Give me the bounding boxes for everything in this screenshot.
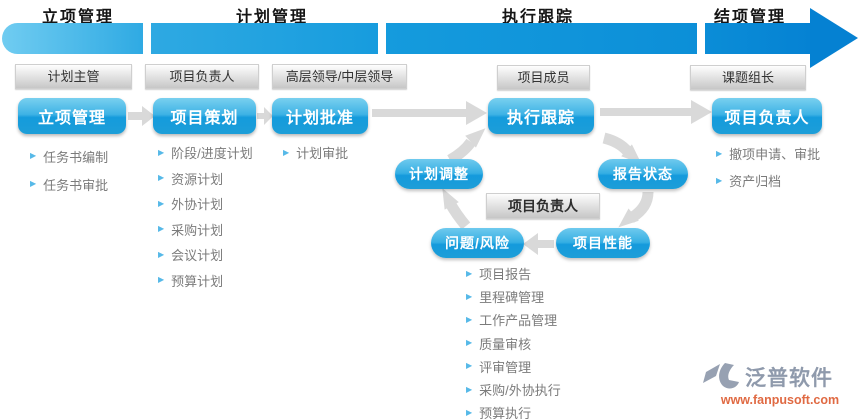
step-closing: 项目负责人 [712, 98, 822, 134]
list-item-label: 工作产品管理 [479, 313, 558, 329]
role-label-plan-supervisor: 计划主管 [15, 64, 132, 89]
list-item-label: 资源计划 [171, 171, 224, 187]
list-item-label: 质量审核 [479, 336, 532, 352]
step-approval: 计划批准 [272, 98, 368, 134]
list-item-label: 阶段/进度计划 [171, 146, 253, 162]
fanpu-logo-icon [703, 363, 739, 389]
list-item: ▶ 预算计划 [158, 268, 253, 294]
list-item-label: 预算执行 [479, 406, 532, 419]
phase-header-planning: 计划管理 [235, 9, 308, 26]
list-item-label: 资产归档 [729, 174, 782, 189]
list-item: ▶ 质量审核 [466, 332, 561, 355]
tracking-item-list: ▶ 项目报告 ▶ 里程碑管理 ▶ 工作产品管理 ▶ 质量审核 ▶ 评审管理 ▶ 采购/外协执… [466, 262, 561, 419]
list-item: ▶ 撤项申请、审批 [716, 140, 820, 167]
list-item: ▶ 任务书编制 [30, 142, 108, 170]
phase-header-tracking: 执行跟踪 [501, 9, 574, 26]
list-item-label: 项目报告 [479, 267, 532, 283]
list-item: ▶ 工作产品管理 [466, 308, 561, 331]
list-item-label: 计划审批 [296, 146, 349, 162]
list-item: ▶ 资源计划 [158, 166, 253, 192]
vendor-name: 泛普软件 [745, 367, 833, 390]
cycle-node-issue-risk: 问题/风险 [431, 228, 524, 258]
list-item: ▶ 预算执行 [466, 401, 561, 419]
timeline-band-segment-3 [386, 23, 697, 54]
step-initiation: 立项管理 [18, 98, 126, 134]
cycle-node-performance: 项目性能 [556, 228, 650, 258]
triangle-bullet-icon: ▶ [283, 147, 290, 157]
phase-header-closing: 结项管理 [713, 9, 786, 26]
list-item: ▶ 里程碑管理 [466, 285, 561, 308]
list-item-label: 任务书审批 [43, 177, 109, 193]
list-item-label: 评审管理 [479, 359, 532, 375]
vendor-logo: 泛普软件 www.fanpusoft.com [703, 362, 857, 407]
cycle-node-plan-adjust: 计划调整 [395, 159, 483, 189]
triangle-bullet-icon: ▶ [30, 179, 37, 188]
timeline-band-segment-4 [705, 23, 812, 54]
list-item-label: 预算计划 [171, 273, 224, 289]
initiation-item-list: ▶ 任务书编制 ▶ 任务书审批 [30, 142, 108, 198]
triangle-bullet-icon: ▶ [716, 148, 723, 158]
triangle-bullet-icon: ▶ [466, 338, 473, 348]
triangle-bullet-icon: ▶ [158, 275, 165, 285]
closing-item-list: ▶ 撤项申请、审批 ▶ 资产归档 [716, 140, 820, 194]
list-item-label: 里程碑管理 [479, 290, 545, 306]
triangle-bullet-icon: ▶ [158, 147, 165, 157]
cycle-node-report-status: 报告状态 [598, 159, 688, 189]
list-item: ▶ 采购/外协执行 [466, 378, 561, 401]
list-item-label: 撤项申请、审批 [729, 147, 821, 162]
list-item: ▶ 资产归档 [716, 167, 820, 194]
planning-item-list: ▶ 阶段/进度计划 ▶ 资源计划 ▶ 外协计划 ▶ 采购计划 ▶ 会议计划 ▶ 预算计划 [158, 140, 253, 293]
list-item: ▶ 外协计划 [158, 191, 253, 217]
timeline-band-segment-1 [2, 23, 143, 54]
phase-header-initiation: 立项管理 [41, 9, 114, 26]
list-item: ▶ 计划审批 [283, 140, 348, 166]
role-label-task-group-leader: 课题组长 [690, 65, 806, 90]
list-item-label: 会议计划 [171, 248, 224, 264]
timeline-arrowhead-icon [810, 8, 858, 68]
list-item: ▶ 任务书审批 [30, 170, 108, 198]
triangle-bullet-icon: ▶ [466, 314, 473, 324]
list-item-label: 外协计划 [171, 197, 224, 213]
triangle-bullet-icon: ▶ [466, 361, 473, 371]
role-label-leaders: 高层领导/中层领导 [272, 64, 407, 89]
triangle-bullet-icon: ▶ [158, 198, 165, 208]
step-tracking: 执行跟踪 [488, 98, 594, 134]
triangle-bullet-icon: ▶ [466, 407, 473, 417]
list-item: ▶ 项目报告 [466, 262, 561, 285]
list-item-label: 采购计划 [171, 222, 224, 238]
step-planning: 项目策划 [153, 98, 256, 134]
list-item-label: 采购/外协执行 [479, 383, 561, 399]
approval-item-list: ▶ 计划审批 [283, 140, 348, 166]
triangle-bullet-icon: ▶ [466, 384, 473, 394]
list-item-label: 任务书编制 [43, 149, 109, 165]
list-item: ▶ 会议计划 [158, 242, 253, 268]
vendor-url: www.fanpusoft.com [720, 393, 840, 407]
triangle-bullet-icon: ▶ [158, 173, 165, 183]
cycle-center-role-label: 项目负责人 [486, 193, 600, 219]
timeline-band-segment-2 [151, 23, 378, 54]
role-label-project-members: 项目成员 [497, 65, 590, 90]
triangle-bullet-icon: ▶ [30, 151, 37, 160]
list-item: ▶ 评审管理 [466, 355, 561, 378]
triangle-bullet-icon: ▶ [158, 249, 165, 259]
triangle-bullet-icon: ▶ [158, 224, 165, 234]
list-item: ▶ 采购计划 [158, 217, 253, 243]
triangle-bullet-icon: ▶ [466, 268, 473, 278]
list-item: ▶ 阶段/进度计划 [158, 140, 253, 166]
triangle-bullet-icon: ▶ [466, 291, 473, 301]
triangle-bullet-icon: ▶ [716, 175, 723, 185]
role-label-project-manager: 项目负责人 [145, 64, 259, 89]
